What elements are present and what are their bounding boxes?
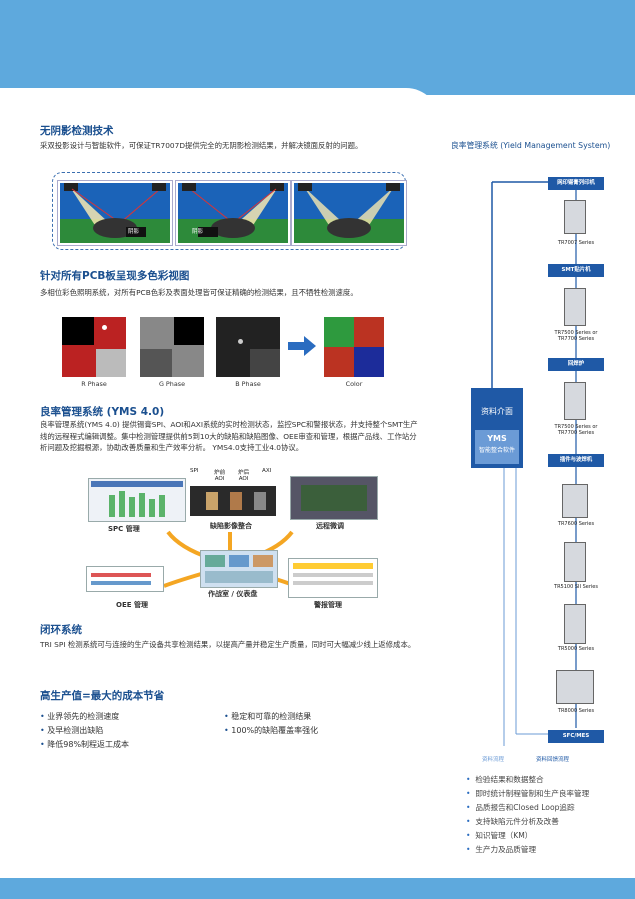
right-bullet-3: 品质报告和Closed Loop追踪	[466, 802, 574, 813]
right-bullet-1: 检验结果和数据整合	[466, 774, 543, 785]
series-tr5000: TR5000 Series	[557, 646, 595, 652]
machine-tr8000-icon	[556, 670, 594, 704]
scene1-shadow-label: 阴影	[128, 229, 140, 235]
section4-body: TRI SPI 检测系统可与连接的生产设备共享检测结果，以提高产量并稳定生产质量…	[40, 640, 416, 649]
series-tr8000: TR8000 Series	[557, 708, 595, 714]
bullet-right-1: 稳定和可靠的检测结果	[224, 711, 311, 722]
caption-color: Color	[345, 380, 363, 388]
right-bullet-6: 生产力及品质管理	[466, 844, 536, 855]
section3-title: 良率管理系统 (YMS 4.0)	[40, 406, 165, 418]
machine-tr7700-icon	[564, 382, 586, 420]
scene3-graphic	[294, 183, 404, 243]
right-bullet-5: 知识管理（KM）	[466, 830, 532, 841]
section3-body: 良率管理系统(YMS 4.0) 提供锡膏SPI、AOI和AXI系统的实时检测状态…	[40, 420, 418, 452]
spc-label: SPC 管理	[108, 525, 140, 533]
caption-b-phase: B Phase	[235, 380, 261, 388]
defect-label: 缺陷影像整合	[210, 522, 252, 530]
interface-label: 资料介面	[481, 407, 513, 416]
right-bullet-4: 支持缺陷元件分析及改善	[466, 816, 559, 827]
alarm-thumbnail	[288, 558, 378, 598]
interface-block: 资料介面 YMS 智能整合软件	[471, 388, 523, 468]
machine-tr5000-icon	[564, 604, 586, 644]
right-title: 良率管理系统 (Yield Management System)	[451, 141, 611, 150]
top-band	[0, 0, 635, 95]
machine-tr7600-icon	[562, 484, 588, 518]
scene2-graphic	[178, 183, 288, 243]
scene1-graphic	[60, 183, 170, 243]
machine-tr5100-icon	[564, 542, 586, 582]
g-phase-image	[140, 317, 204, 377]
machine-tr7500-icon	[564, 288, 586, 326]
oee-thumbnail	[86, 566, 164, 592]
oee-label: OEE 管理	[116, 601, 148, 609]
warroom-thumbnail	[200, 550, 278, 588]
series-tr5100: TR5100 SII Series	[554, 584, 598, 590]
r-phase-image	[62, 317, 126, 377]
shadow-scene-1: 阴影	[58, 181, 172, 245]
bullet-left-2: 及早检测出缺陷	[40, 725, 103, 736]
header-pre-aoi: 炉前 AOI	[214, 470, 226, 482]
arrow-right-icon	[288, 336, 316, 356]
shadow-scene-3	[292, 181, 406, 245]
bullet-left-1: 业界领先的检测速度	[40, 711, 119, 722]
bullet-left-3: 降低98%制程返工成本	[40, 739, 129, 750]
remote-thumbnail	[290, 476, 378, 520]
section1-body: 采双投影设计与智能软件，可保证TR7007D提供完全的无阴影检测结果，并解决镜面…	[40, 141, 363, 150]
color-image	[324, 317, 384, 377]
caption-g-phase: G Phase	[158, 380, 186, 388]
section5-title: 高生产值=最大的成本节省	[40, 690, 165, 702]
box-reflow-oven: 回焊炉	[548, 358, 604, 371]
alarm-label: 警报管理	[314, 601, 342, 609]
machine-tr7007-icon	[564, 200, 586, 234]
yms-label: YMS	[487, 434, 507, 443]
legend-data-flow: 资料流程	[482, 757, 505, 763]
spc-chart-graphic	[91, 481, 183, 517]
shadow-scene-2: 阴影	[176, 181, 290, 245]
section4-title: 闭环系统	[40, 624, 82, 636]
yms-sub-label: 智能整合软件	[478, 447, 515, 454]
section1-title: 无阴影检测技术	[40, 125, 114, 137]
box-smt-placement: SMT贴片机	[548, 264, 604, 277]
box-insertion-wave: 插件与波焊机	[548, 454, 604, 467]
bottom-band	[0, 878, 635, 899]
defect-image-strip	[190, 486, 276, 516]
series-tr7500-2: TR7500 Series or TR7700 Series	[554, 424, 598, 436]
caption-r-phase: R Phase	[81, 380, 107, 388]
section2-title: 针对所有PCB板呈现多色彩视图	[40, 270, 190, 282]
legend-feedback-flow: 资料回馈流程	[536, 757, 570, 763]
section2-body: 多相位彩色照明系统，对所有PCB色彩及表面处理皆可保证精确的检测结果，且不牺牲检…	[40, 288, 358, 297]
header-axi: AXI	[262, 468, 272, 474]
series-tr7500-1: TR7500 Series or TR7700 Series	[554, 330, 598, 342]
series-tr7600: TR7600 Series	[557, 521, 595, 527]
right-bullet-2: 即时统计制程管制和生产良率管理	[466, 788, 589, 799]
series-tr7007: TR7007 Series	[557, 240, 595, 246]
spc-thumbnail	[88, 478, 186, 522]
box-stencil-printer: 网印锡膏列印机	[548, 177, 604, 190]
b-phase-image	[216, 317, 280, 377]
warroom-label: 作战室 / 仪表盘	[208, 590, 258, 598]
header-spi: SPI	[190, 468, 199, 474]
box-sfc-mes: SFC/MES	[548, 730, 604, 743]
remote-label: 远程微调	[316, 522, 344, 530]
scene2-shadow-label: 阴影	[192, 229, 204, 235]
bullet-right-2: 100%的缺陷覆盖率强化	[224, 725, 318, 736]
header-post-aoi: 炉后 AOI	[238, 470, 250, 482]
